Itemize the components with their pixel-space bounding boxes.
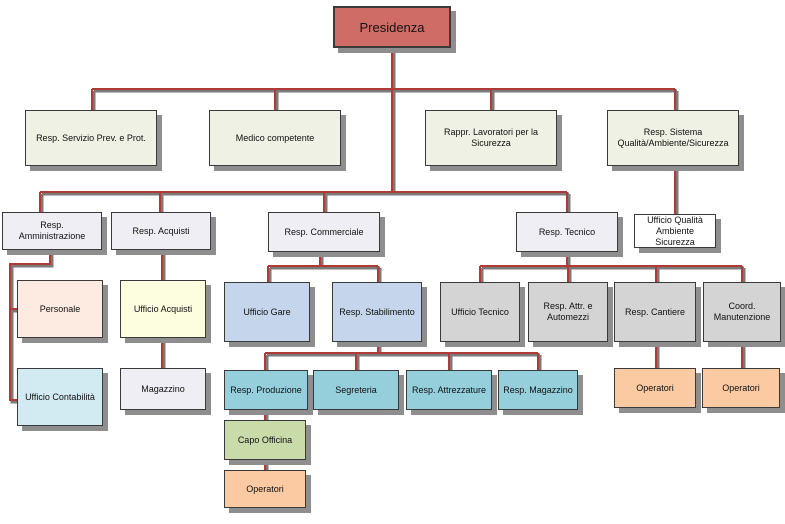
node-resp-produzione-label: Resp. Produzione bbox=[230, 384, 302, 395]
node-operatori-produzione[interactable]: Operatori bbox=[224, 470, 306, 508]
node-resp-amministrazione-label: Resp. Amministrazione bbox=[18, 220, 86, 241]
node-resp-magazzino-label: Resp. Magazzino bbox=[503, 384, 573, 395]
node-resp-stabilimento-label: Resp. Stabilimento bbox=[339, 306, 415, 317]
node-resp-stabilimento[interactable]: Resp. Stabilimento bbox=[332, 282, 422, 342]
node-magazzino[interactable]: Magazzino bbox=[120, 368, 206, 410]
node-ufficio-qas[interactable]: Ufficio Qualità Ambiente Sicurezza bbox=[634, 214, 716, 248]
node-resp-tecnico-label: Resp. Tecnico bbox=[538, 226, 596, 237]
node-resp-cantiere-label: Resp. Cantiere bbox=[624, 306, 686, 317]
node-resp-attrezzature[interactable]: Resp. Attrezzature bbox=[406, 370, 492, 410]
node-medico-competente[interactable]: Medico competente bbox=[209, 110, 341, 166]
node-resp-cantiere[interactable]: Resp. Cantiere bbox=[614, 282, 696, 342]
node-ufficio-gare-label: Ufficio Gare bbox=[243, 306, 291, 317]
node-segreteria[interactable]: Segreteria bbox=[313, 370, 399, 410]
node-operatori-manutenzione-label: Operatori bbox=[722, 382, 760, 393]
node-capo-officina-label: Capo Officina bbox=[237, 434, 293, 445]
node-resp-acquisti[interactable]: Resp. Acquisti bbox=[111, 212, 211, 250]
node-ufficio-gare[interactable]: Ufficio Gare bbox=[224, 282, 310, 342]
node-ufficio-tecnico[interactable]: Ufficio Tecnico bbox=[440, 282, 520, 342]
node-ufficio-qas-label: Ufficio Qualità Ambiente Sicurezza bbox=[647, 214, 703, 247]
node-personale[interactable]: Personale bbox=[17, 280, 103, 338]
node-presidenza[interactable]: Presidenza bbox=[333, 6, 451, 48]
connector-shadows bbox=[10, 50, 746, 472]
connector-lines bbox=[9, 48, 743, 470]
node-resp-attr-automezzi[interactable]: Resp. Attr. e Automezzi bbox=[528, 282, 608, 342]
node-resp-amministrazione[interactable]: Resp. Amministrazione bbox=[2, 212, 102, 250]
node-ufficio-contabilita-label: Ufficio Contabilità bbox=[25, 391, 95, 402]
node-segreteria-label: Segreteria bbox=[335, 384, 377, 395]
connector-amministrazione-branch bbox=[9, 250, 51, 401]
node-resp-acquisti-label: Resp. Acquisti bbox=[132, 225, 190, 236]
node-resp-attrezzature-label: Resp. Attrezzature bbox=[411, 384, 487, 395]
node-magazzino-label: Magazzino bbox=[141, 383, 185, 394]
node-resp-sistema-qas-label: Resp. Sistema Qualità/Ambiente/Sicurezza bbox=[617, 127, 729, 148]
node-resp-servizio-prevenzione-label: Resp. Servizio Prev. e Prot. bbox=[36, 132, 146, 143]
node-resp-commerciale[interactable]: Resp. Commerciale bbox=[268, 212, 380, 252]
node-resp-magazzino[interactable]: Resp. Magazzino bbox=[498, 370, 578, 410]
node-resp-produzione[interactable]: Resp. Produzione bbox=[224, 370, 308, 410]
node-personale-label: Personale bbox=[39, 303, 81, 314]
node-resp-commerciale-label: Resp. Commerciale bbox=[284, 226, 364, 237]
node-resp-servizio-prevenzione[interactable]: Resp. Servizio Prev. e Prot. bbox=[25, 110, 157, 166]
node-rappr-lavoratori-label: Rappr. Lavoratori per la Sicurezza bbox=[443, 127, 539, 148]
node-resp-attr-automezzi-label: Resp. Attr. e Automezzi bbox=[543, 301, 593, 322]
node-coord-manutenzione[interactable]: Coord. Manutenzione bbox=[703, 282, 781, 342]
node-operatori-produzione-label: Operatori bbox=[246, 483, 284, 494]
node-operatori-cantiere[interactable]: Operatori bbox=[614, 368, 696, 408]
connector-shadow-amministrazione-branch bbox=[10, 252, 54, 404]
node-rappr-lavoratori[interactable]: Rappr. Lavoratori per la Sicurezza bbox=[425, 110, 557, 166]
node-capo-officina[interactable]: Capo Officina bbox=[224, 420, 306, 460]
node-ufficio-tecnico-label: Ufficio Tecnico bbox=[451, 306, 509, 317]
node-ufficio-acquisti-label: Ufficio Acquisti bbox=[133, 303, 193, 314]
node-operatori-manutenzione[interactable]: Operatori bbox=[702, 368, 780, 408]
node-coord-manutenzione-label: Coord. Manutenzione bbox=[713, 301, 771, 322]
node-medico-competente-label: Medico competente bbox=[235, 132, 315, 143]
node-ufficio-acquisti[interactable]: Ufficio Acquisti bbox=[120, 280, 206, 338]
node-ufficio-contabilita[interactable]: Ufficio Contabilità bbox=[17, 368, 103, 426]
node-resp-tecnico[interactable]: Resp. Tecnico bbox=[516, 212, 618, 252]
node-presidenza-label: Presidenza bbox=[359, 19, 425, 35]
node-resp-sistema-qas[interactable]: Resp. Sistema Qualità/Ambiente/Sicurezza bbox=[607, 110, 739, 166]
node-operatori-cantiere-label: Operatori bbox=[636, 382, 674, 393]
